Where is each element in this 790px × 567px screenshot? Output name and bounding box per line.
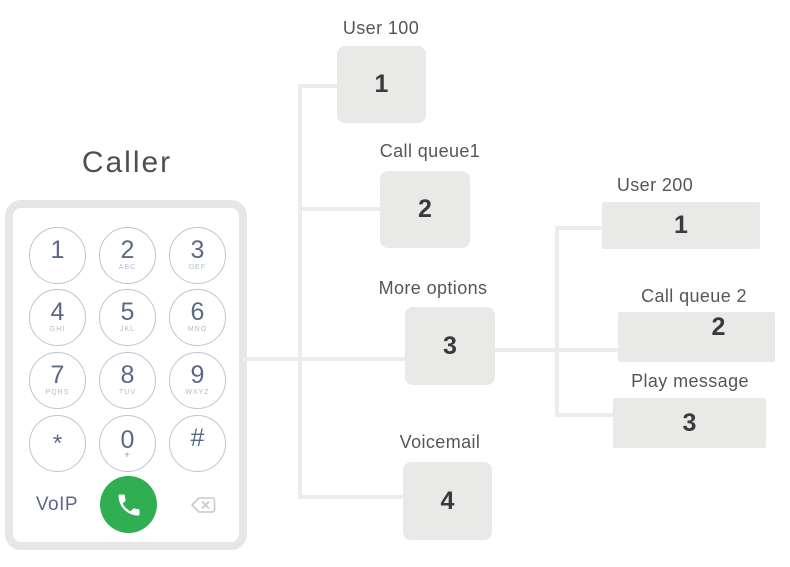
menu-node-callqueue1: 2 [380,171,470,248]
connector-branch-user200 [557,226,604,230]
caller-title: Caller [81,146,173,179]
key-0[interactable]: 0+ [99,415,156,472]
key-digit: 7 [50,361,65,389]
menu-label-user100: User 100 [342,18,420,38]
key-star[interactable]: * [29,415,86,472]
backspace-icon [190,496,216,514]
key-digit: # [190,424,205,452]
key-1[interactable]: 1 [29,227,86,284]
menu-key-digit: 3 [443,331,457,360]
key-hash[interactable]: # [169,415,226,472]
connector-branch-playmessage [557,413,615,417]
key-letters: TUV [119,389,136,396]
connector-keypad-to-moreoptions [242,357,407,361]
key-letters: + [124,449,131,461]
key-digit: * [52,429,63,457]
key-digit: 6 [190,298,205,326]
menu-label-user200: User 200 [616,175,694,195]
menu-key-digit: 2 [711,313,726,341]
key-letters: GHI [49,326,66,333]
menu-node-moreoptions: 3 [405,307,495,385]
key-digit: 1 [50,236,65,264]
phone-icon [115,491,143,519]
key-letters: ABC [118,264,137,271]
key-digit: 3 [190,236,205,264]
connector-branch-voicemail [300,495,405,499]
menu-key-digit: 2 [418,195,432,223]
menu-node-playmessage: 3 [613,398,766,448]
key-digit: 9 [190,361,205,389]
menu-key-digit: 3 [682,408,697,437]
key-letters: JKL [119,326,136,333]
key-digit: 0 [120,425,135,454]
menu-key-digit: 1 [674,211,688,239]
key-digit: 2 [120,236,135,264]
menu-key-digit: 4 [440,486,455,515]
key-digit: 4 [50,298,65,326]
connector-branch-callqueue1 [300,207,382,211]
connector-trunk-level2 [555,226,559,417]
call-button[interactable] [100,476,157,533]
connector-trunk-level1 [298,84,302,499]
menu-node-user100: 1 [337,46,426,123]
menu-label-callqueue2: Call queue 2 [641,286,747,306]
menu-label-playmessage: Play message [631,371,749,391]
menu-node-voicemail: 4 [403,462,492,540]
key-letters: MNO [187,326,208,333]
menu-key-digit: 1 [374,70,389,98]
key-letters: PQRS [45,389,70,396]
key-letters: WXYZ [185,389,210,396]
menu-label-callqueue1: Call queue1 [379,141,481,161]
key-digit: 8 [120,361,135,389]
menu-node-user200: 1 [602,202,760,249]
key-letters: DEF [189,264,206,271]
connector-branch-user100 [298,84,339,88]
key-digit: 5 [120,298,135,326]
voip-label: VoIP [35,494,79,515]
menu-node-callqueue2: 2 [618,312,775,362]
menu-label-moreoptions: More options [378,278,488,298]
menu-label-voicemail: Voicemail [399,432,481,452]
backspace-button[interactable] [190,496,216,514]
